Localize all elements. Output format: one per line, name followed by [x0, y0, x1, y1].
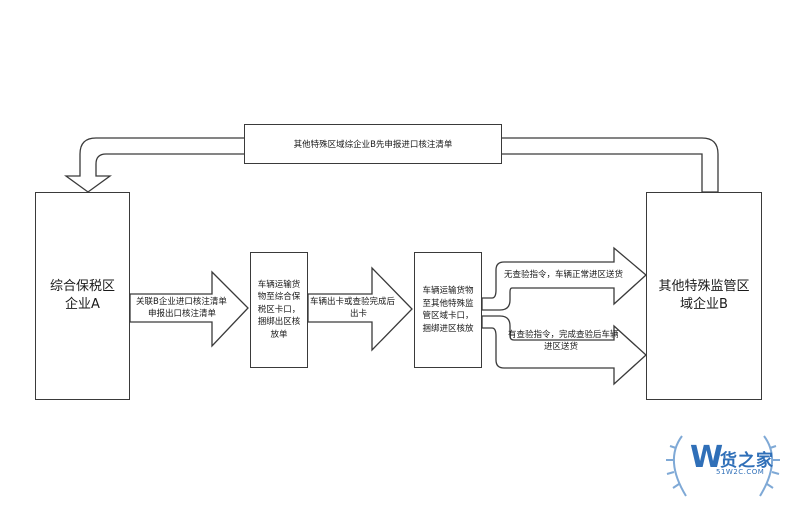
box-company-b: 其他特殊监管区域企业B — [646, 192, 762, 400]
box-step1-text: 车辆运输货物至综合保税区卡口，捆绑出区核放单 — [257, 279, 301, 340]
return-path-arrow — [64, 137, 719, 193]
box-step2-text: 车辆运输货物至其他特殊监管区域卡口，捆绑进区核放 — [422, 286, 474, 334]
logo-wreath-icon — [666, 435, 780, 497]
box-company-b-text: 其他特殊监管区域企业B — [658, 279, 750, 312]
logo-letter: W — [690, 440, 724, 475]
arrow-a-to-step1 — [129, 270, 249, 348]
arrow4-label-line1: 有查验指令，完成查验后车辆 — [508, 330, 619, 340]
arrow3-label: 无查验指令，车辆正常进区送货 — [504, 270, 624, 280]
arrow-inspection — [481, 315, 647, 386]
box-step2: 车辆运输货物至其他特殊监管区域卡口，捆绑进区核放 — [414, 252, 482, 368]
arrow-step1-to-step2 — [307, 266, 413, 352]
logo-english-text: 51W2C.COM — [716, 468, 765, 476]
box-company-a: 综合保税区企业A — [35, 192, 130, 400]
top-banner-label: 其他特殊区域综企业B先申报进口核注清单 — [244, 124, 502, 164]
arrow1-label-line1: 关联B企业进口核注清单 — [136, 297, 227, 307]
arrow1-label-line2: 申报出口核注清单 — [148, 309, 217, 319]
arrow-no-inspection — [481, 246, 647, 311]
brand-logo: W 货之家 51W2C.COM — [652, 430, 790, 502]
logo-chinese-text: 货之家 — [720, 451, 774, 471]
arrow4-label-line2: 进区送货 — [544, 342, 579, 352]
box-step1: 车辆运输货物至综合保税区卡口，捆绑出区核放单 — [250, 252, 308, 368]
box-company-a-text: 综合保税区企业A — [49, 279, 115, 312]
arrow2-label-line2: 出卡 — [350, 309, 368, 319]
arrow2-label-line1: 车辆出卡或查验完成后 — [310, 297, 396, 307]
